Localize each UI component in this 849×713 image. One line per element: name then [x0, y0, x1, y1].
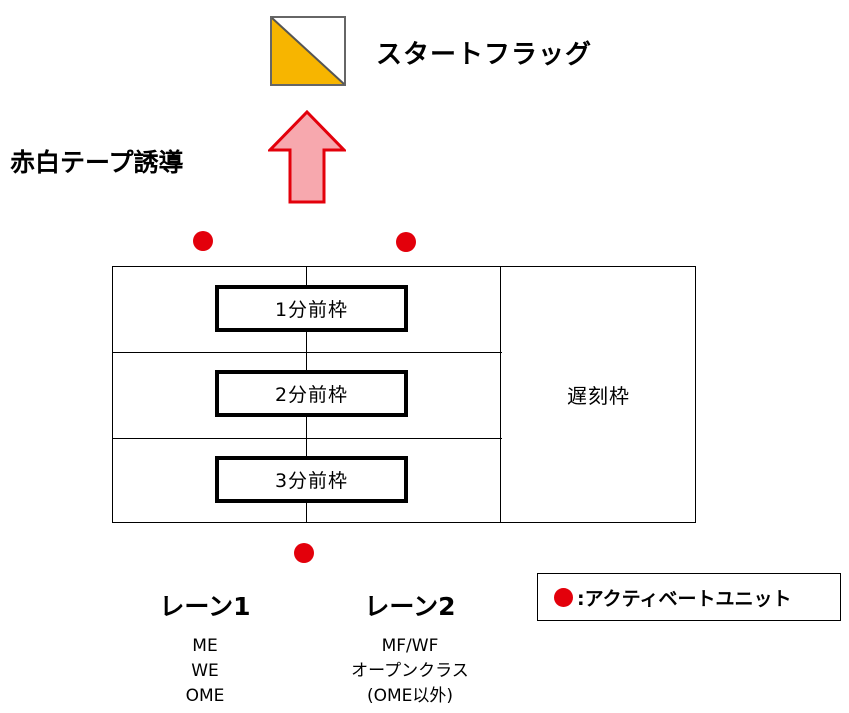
start-flag-label: スタートフラッグ [376, 40, 593, 70]
class-item: オープンクラス [351, 661, 469, 681]
class-item: (OME以外) [366, 686, 454, 706]
lane-1-title: レーン1 [159, 592, 251, 621]
slot-2min-box: 2分前枠 [215, 370, 408, 417]
start-flag-icon [270, 16, 346, 86]
lane-2-title: レーン2 [364, 592, 456, 621]
class-item: OME [185, 686, 225, 706]
lane-1-classes: ME WE OME [140, 634, 270, 709]
legend-dot-icon [554, 587, 573, 607]
late-box-divider [500, 267, 501, 522]
lane-2-classes: MF/WF オープンクラス (OME以外) [300, 634, 520, 709]
row-divider [113, 352, 502, 353]
class-item: WE [191, 661, 219, 681]
activation-unit-dot [396, 232, 416, 252]
late-box-label: 遅刻枠 [567, 384, 630, 408]
class-item: MF/WF [381, 636, 439, 656]
activation-unit-dot [294, 543, 314, 563]
slot-1min-box: 1分前枠 [215, 285, 408, 332]
up-arrow-icon [268, 110, 346, 204]
row-divider [113, 438, 502, 439]
activation-unit-dot [193, 231, 213, 251]
legend: :アクティベートユニット [537, 573, 841, 621]
class-item: ME [192, 636, 218, 656]
start-box-grid: 1分前枠 2分前枠 3分前枠 遅刻枠 [112, 266, 696, 523]
slot-3min-box: 3分前枠 [215, 456, 408, 503]
tape-guidance-label: 赤白テープ誘導 [10, 148, 184, 177]
legend-label: :アクティベートユニット [577, 587, 792, 610]
